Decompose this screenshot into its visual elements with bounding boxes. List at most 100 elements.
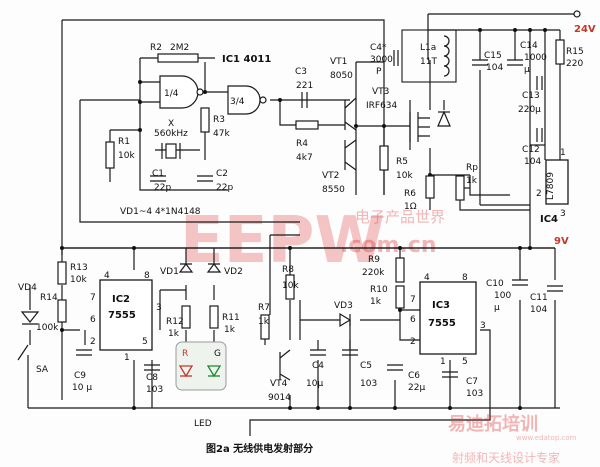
svg-text:C12: C12 (522, 145, 540, 155)
svg-text:103: 103 (146, 385, 163, 395)
svg-text:IC2: IC2 (112, 294, 130, 305)
svg-text:3: 3 (560, 209, 566, 219)
svg-text:L7809: L7809 (546, 172, 556, 200)
svg-text:5: 5 (142, 337, 148, 347)
label-24v: 24V (574, 24, 596, 35)
svg-text:220μ: 220μ (518, 105, 541, 115)
svg-text:www.edatop.com: www.edatop.com (516, 434, 577, 442)
svg-text:1k: 1k (370, 297, 382, 307)
ic1-label: IC1 4011 (222, 54, 271, 65)
svg-text:R13: R13 (70, 263, 88, 273)
svg-text:6: 6 (90, 315, 96, 325)
svg-text:10 μ: 10 μ (72, 383, 92, 393)
svg-text:IRF634: IRF634 (366, 101, 398, 111)
svg-text:1: 1 (560, 148, 566, 158)
resistor-r5 (379, 145, 389, 171)
svg-text:C13: C13 (522, 91, 540, 101)
svg-text:8: 8 (462, 273, 468, 283)
svg-text:2: 2 (90, 337, 96, 347)
svg-text:SA: SA (36, 365, 49, 375)
watermark-eepw: EEPW (180, 204, 385, 278)
svg-text:560kHz: 560kHz (154, 129, 188, 139)
ic1-gate-1: 1/4 (159, 75, 204, 109)
svg-text:103: 103 (466, 389, 483, 399)
watermark-url: .com.cn (340, 233, 437, 258)
svg-text:射频和天线设计专家: 射频和天线设计专家 (452, 450, 560, 465)
junctions (60, 28, 547, 410)
svg-text:2: 2 (536, 189, 542, 199)
svg-text:C9: C9 (74, 371, 86, 381)
svg-text:R14: R14 (40, 293, 58, 303)
svg-text:3/4: 3/4 (230, 97, 245, 107)
diode-vd2: VD2 (206, 263, 243, 277)
svg-text:220: 220 (566, 59, 583, 69)
svg-text:VD3: VD3 (334, 301, 353, 311)
svg-text:10k: 10k (396, 171, 413, 181)
switch-sa: SA (17, 344, 49, 375)
led-label: LED (194, 419, 212, 429)
svg-text:X: X (168, 119, 174, 129)
resistor-r15 (555, 39, 565, 65)
svg-text:8050: 8050 (330, 71, 353, 81)
diode-note: VD1~4 4*1N4148 (120, 207, 201, 217)
svg-text:C5: C5 (360, 361, 372, 371)
svg-text:C4*: C4* (370, 43, 387, 53)
svg-text:221: 221 (296, 81, 313, 91)
svg-text:104: 104 (530, 305, 547, 315)
svg-text:VT1: VT1 (330, 57, 347, 67)
crystal-x: X 560kHz (154, 119, 188, 159)
svg-text:2: 2 (410, 337, 416, 347)
svg-text:7: 7 (410, 295, 416, 305)
svg-text:R2: R2 (150, 43, 162, 53)
svg-text:R10: R10 (370, 285, 388, 295)
svg-text:C10: C10 (486, 279, 504, 289)
svg-text:VD2: VD2 (224, 267, 243, 277)
diode-vd1: VD1 (160, 263, 194, 277)
svg-text:R12: R12 (166, 317, 184, 327)
svg-text:C15: C15 (484, 51, 502, 61)
svg-text:Rp: Rp (466, 163, 478, 173)
svg-text:R4: R4 (296, 139, 308, 149)
svg-text:C8: C8 (146, 373, 158, 383)
svg-text:C7: C7 (466, 377, 478, 387)
svg-text:22p: 22p (154, 183, 171, 193)
capacitor-c13: C13 220μ (518, 76, 543, 115)
svg-text:11T: 11T (420, 57, 437, 67)
svg-text:3000: 3000 (370, 55, 393, 65)
figure-caption: 图2a 无线供电发射部分 (206, 442, 313, 455)
svg-text:μ: μ (494, 303, 500, 313)
svg-text:R5: R5 (396, 157, 408, 167)
svg-text:1k: 1k (258, 317, 270, 327)
diode-vd3: VD3 (334, 301, 353, 328)
svg-text:IC3: IC3 (432, 300, 450, 311)
svg-text:IC4: IC4 (540, 214, 558, 225)
svg-text:103: 103 (360, 379, 377, 389)
ic4-regulator: L7809 1 2 3 IC4 (536, 148, 569, 225)
svg-text:4: 4 (424, 273, 430, 283)
svg-text:R1: R1 (118, 137, 130, 147)
svg-text:2M2: 2M2 (170, 43, 189, 53)
svg-text:R7: R7 (258, 303, 270, 313)
label-9v: 9V (554, 236, 569, 247)
svg-text:4k7: 4k7 (296, 153, 313, 163)
svg-text:C1: C1 (152, 169, 164, 179)
resistor-r12 (181, 305, 191, 329)
resistor-r4 (295, 120, 319, 130)
svg-text:R3: R3 (213, 115, 225, 125)
svg-text:R6: R6 (404, 189, 416, 199)
resistor-r10 (395, 285, 405, 309)
resistor-r11 (209, 305, 219, 329)
svg-text:易迪拓培训: 易迪拓培训 (448, 413, 538, 435)
svg-text:1k: 1k (168, 329, 180, 339)
svg-text:VD1: VD1 (160, 267, 179, 277)
